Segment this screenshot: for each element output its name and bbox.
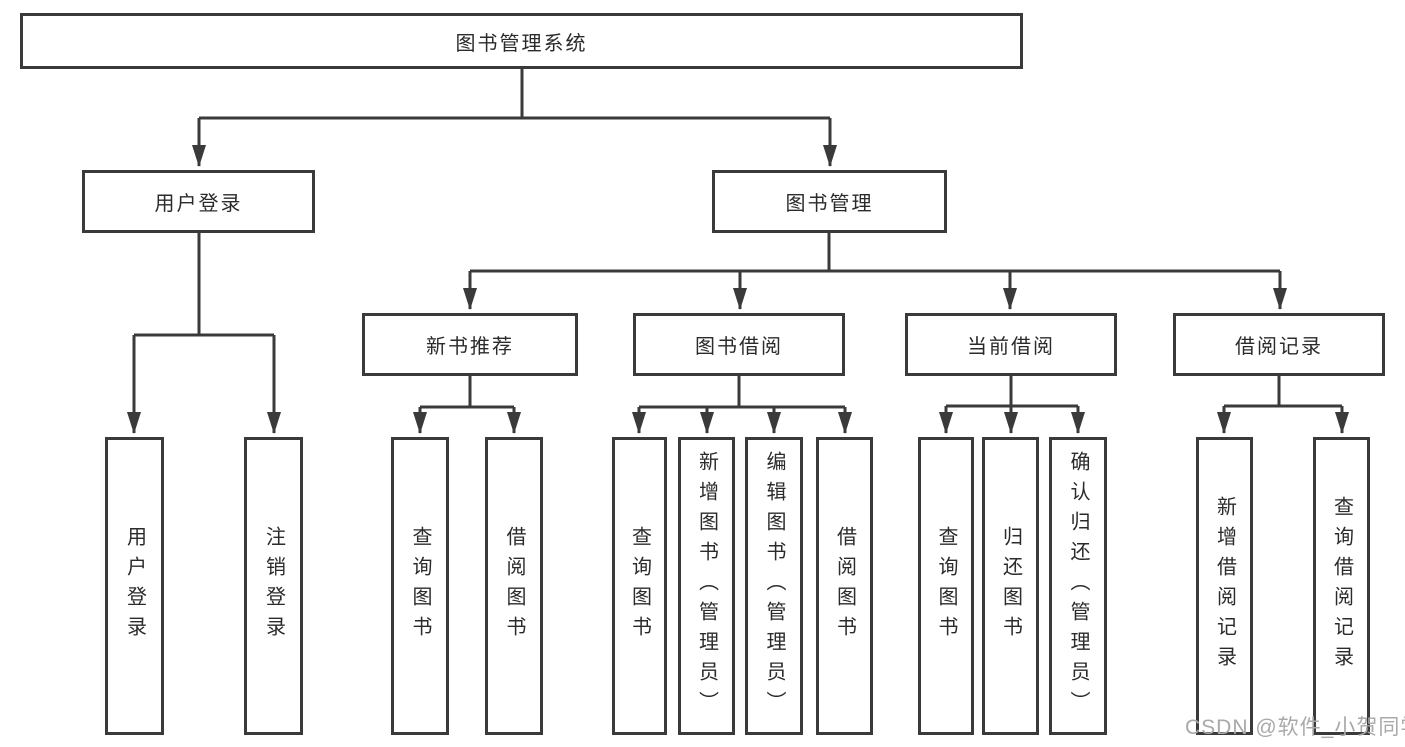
node-user-login: 用户登录 <box>82 170 315 233</box>
leaf-logout: 注销登录 <box>244 437 303 735</box>
leaf-edit-book-admin: 编辑图书（管理员） <box>745 437 803 735</box>
leaf-return-book: 归还图书 <box>982 437 1039 735</box>
node-book-borrow: 图书借阅 <box>633 313 845 376</box>
leaf-borrow-books: 借阅图书 <box>816 437 873 735</box>
leaf-confirm-return-admin: 确认归还（管理员） <box>1049 437 1107 735</box>
leaf-query-borrow-record: 查询借阅记录 <box>1313 437 1370 735</box>
node-borrow-records: 借阅记录 <box>1173 313 1385 376</box>
leaf-query-books-current: 查询图书 <box>918 437 974 735</box>
leaf-user-login: 用户登录 <box>105 437 164 735</box>
node-book-management: 图书管理 <box>712 170 947 233</box>
node-current-borrow: 当前借阅 <box>905 313 1117 376</box>
leaf-query-books-recommend: 查询图书 <box>391 437 449 735</box>
leaf-query-books-borrow: 查询图书 <box>612 437 667 735</box>
leaf-add-borrow-record: 新增借阅记录 <box>1196 437 1253 735</box>
node-new-book-recommend: 新书推荐 <box>362 313 578 376</box>
csdn-watermark: CSDN @软件_小贺同学 <box>1185 716 1405 739</box>
leaf-add-book-admin: 新增图书（管理员） <box>678 437 735 735</box>
node-library-system: 图书管理系统 <box>20 13 1023 69</box>
leaf-borrow-books-recommend: 借阅图书 <box>485 437 543 735</box>
